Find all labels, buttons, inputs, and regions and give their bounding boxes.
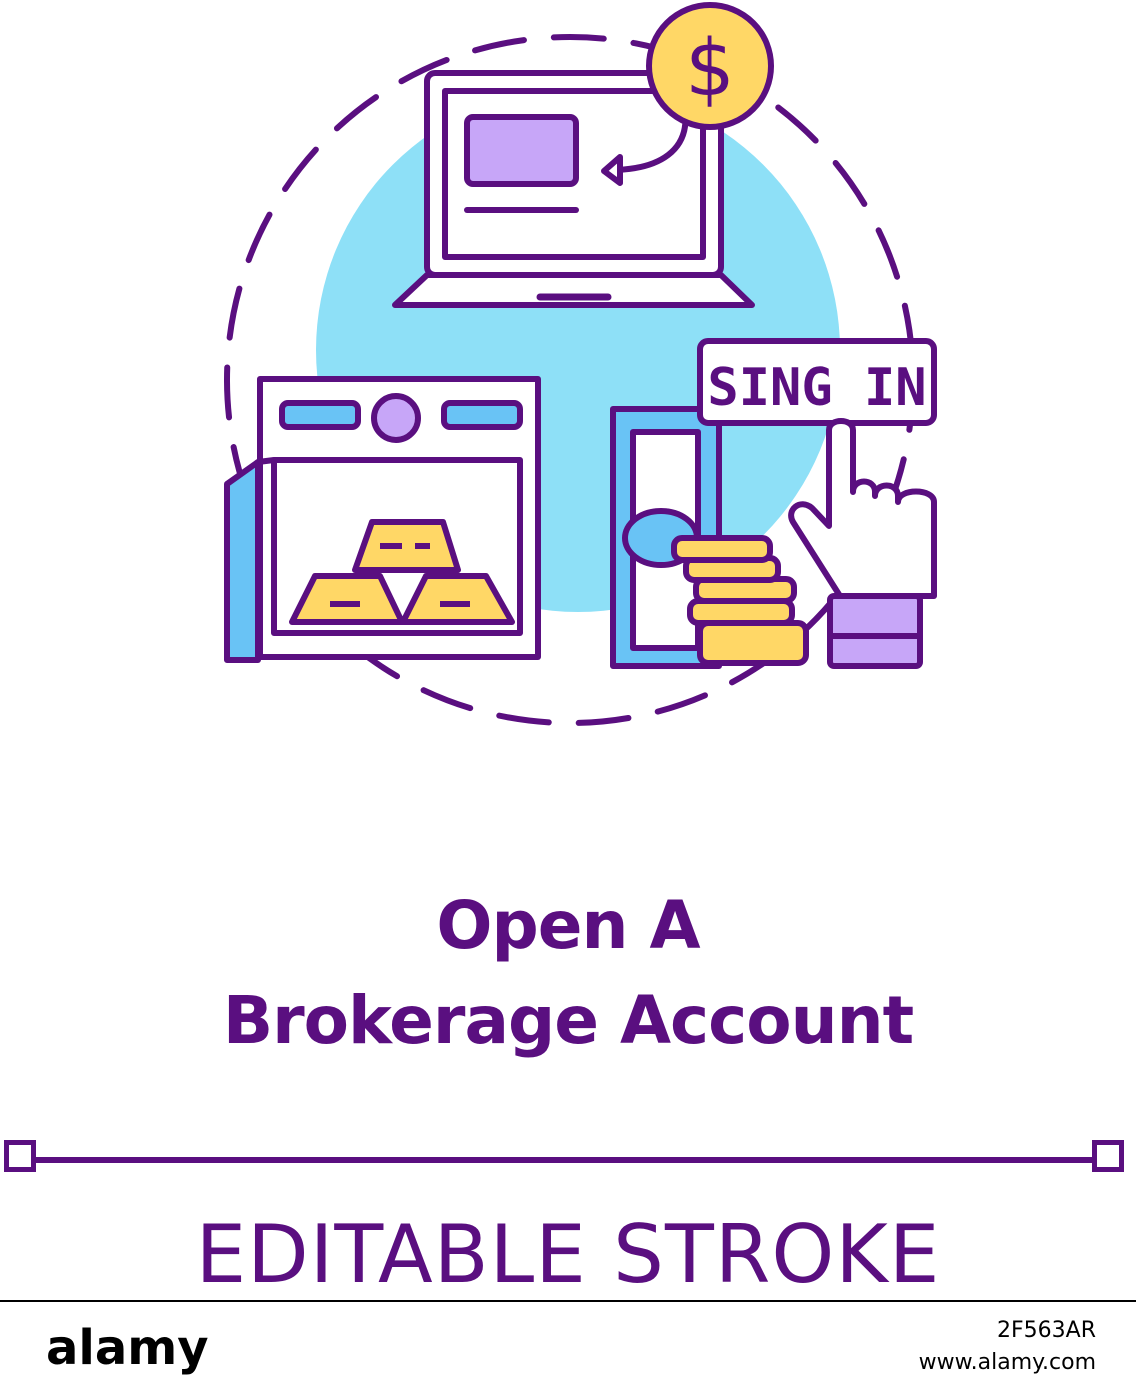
footer-divider xyxy=(0,1300,1136,1302)
editable-stroke-line xyxy=(24,1157,1112,1163)
stroke-handle-left xyxy=(4,1140,36,1172)
sign-in-label: SING IN xyxy=(707,358,926,418)
pointing-hand-icon xyxy=(788,418,937,669)
title-line-2: Brokerage Account xyxy=(222,982,914,1059)
watermark-footer xyxy=(0,1300,1136,1390)
sign-in-button-graphic: SING IN xyxy=(697,338,937,426)
coin-stack-icon xyxy=(671,535,809,666)
editable-stroke-label: EDITABLE STROKE xyxy=(195,1208,941,1301)
coin-symbol: $ xyxy=(685,24,735,114)
laptop-icon xyxy=(392,70,755,308)
image-id: 2F563AR xyxy=(997,1318,1096,1343)
safe-knob xyxy=(371,393,421,443)
stroke-handle-right xyxy=(1092,1140,1124,1172)
brand-logo: alamy xyxy=(46,1320,209,1376)
site-url: www.alamy.com xyxy=(918,1350,1096,1375)
brokerage-account-illustration: $ SING IN xyxy=(224,2,937,726)
dollar-coin-icon: $ xyxy=(646,2,774,130)
title-line-1: Open A xyxy=(436,887,700,964)
gold-bars-icon xyxy=(289,519,515,625)
